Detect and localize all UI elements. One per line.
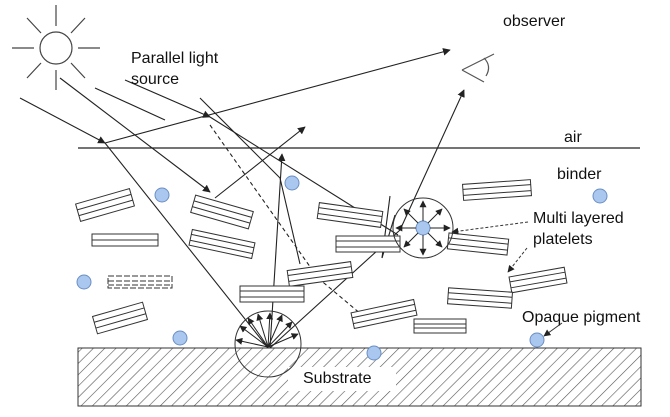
observer-label: observer xyxy=(503,13,566,30)
pigment-particle xyxy=(529,332,545,348)
binder-label: binder xyxy=(557,166,602,183)
platelet-stack xyxy=(446,287,514,309)
scattering-pigment-upper xyxy=(392,197,454,259)
platelets-label-line1: Multi layered xyxy=(533,210,624,227)
platelet-stack xyxy=(190,194,254,230)
light-source-label-line2: source xyxy=(131,71,180,88)
platelet-stack xyxy=(74,188,136,222)
platelet-stack xyxy=(335,235,401,253)
platelet-stack xyxy=(508,266,568,294)
platelet-stack xyxy=(461,179,533,201)
pigment-particle xyxy=(366,345,382,361)
platelet-stack xyxy=(446,232,510,256)
pigment-particles xyxy=(76,175,608,361)
air-label: air xyxy=(564,129,582,146)
platelet-stack xyxy=(91,301,149,335)
callout-arrows xyxy=(451,221,563,337)
pigment-particle xyxy=(154,187,170,203)
pigment-particle xyxy=(284,175,300,191)
platelet-stack xyxy=(107,275,173,289)
pigment-particle xyxy=(172,330,188,346)
platelet-stack xyxy=(350,298,418,330)
sun-icon xyxy=(12,5,100,90)
pigment-particle xyxy=(76,274,92,290)
platelets-label-line2: platelets xyxy=(533,231,593,248)
platelet-stack xyxy=(91,233,159,247)
scattering-substrate xyxy=(234,310,302,378)
substrate-label: Substrate xyxy=(303,370,372,387)
platelet-stack xyxy=(286,261,354,287)
pigment-particle xyxy=(592,188,608,204)
platelet-stack xyxy=(188,228,256,260)
platelet-stack xyxy=(239,285,305,303)
platelets xyxy=(74,179,568,335)
platelet-stack xyxy=(413,318,467,334)
opaque-pigment-label: Opaque pigment xyxy=(522,309,641,326)
eye-icon xyxy=(461,53,495,83)
platelet-stack xyxy=(316,202,384,228)
light-source-label-line1: Parallel light xyxy=(131,50,219,67)
